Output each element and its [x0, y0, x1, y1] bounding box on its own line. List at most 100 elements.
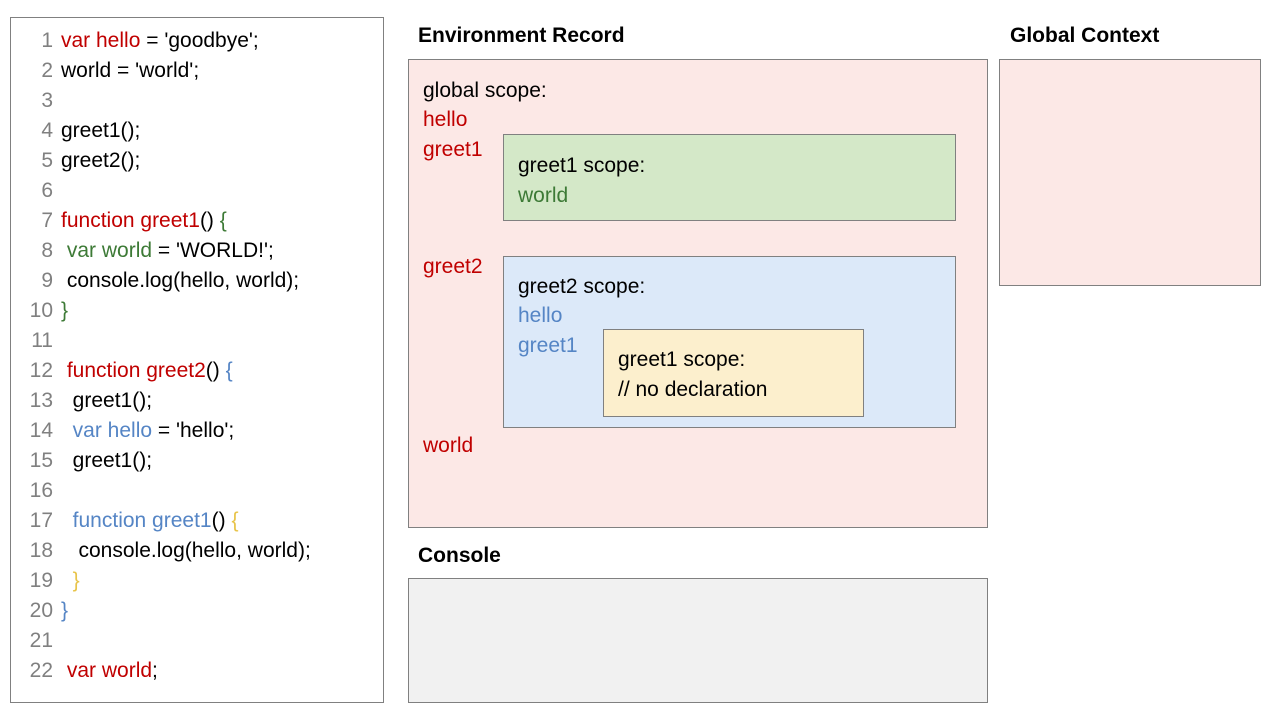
code-line-text: function greet1() { — [53, 506, 239, 536]
code-line: 22 var world; — [11, 656, 383, 686]
global-scope-var-world: world — [423, 434, 474, 457]
code-line-text: var world; — [53, 656, 158, 686]
greet2-scope-label: greet2 scope: — [518, 275, 646, 298]
code-line: 9 console.log(hello, world); — [11, 266, 383, 296]
code-token: } — [61, 299, 69, 322]
greet1-scope-box: greet1 scope: world — [503, 134, 956, 221]
code-line-text: function greet1() { — [53, 206, 227, 236]
code-token: { — [225, 359, 233, 382]
line-number: 3 — [41, 89, 53, 112]
line-number: 1 — [41, 29, 53, 52]
line-number: 21 — [29, 629, 53, 652]
code-line-text: var world = 'WORLD!'; — [53, 236, 274, 266]
code-token: = 'WORLD!'; — [152, 239, 274, 262]
line-number: 13 — [29, 389, 53, 412]
code-line: 5 greet2(); — [11, 146, 383, 176]
code-token: function greet1 — [72, 509, 212, 532]
code-token: () — [199, 209, 220, 232]
console-output-box — [408, 578, 988, 703]
global-scope-var-hello: hello — [423, 108, 468, 131]
code-token: { — [231, 509, 239, 532]
code-line-text: world = 'world'; — [53, 56, 199, 86]
line-number: 5 — [41, 149, 53, 172]
line-number: 16 — [29, 479, 53, 502]
code-token: ; — [152, 659, 158, 682]
code-line-text: greet1(); — [53, 386, 152, 416]
greet1-nested-scope-box: greet1 scope: // no declaration — [603, 329, 864, 417]
code-line: 20} — [11, 596, 383, 626]
code-line: 8 var world = 'WORLD!'; — [11, 236, 383, 266]
code-line: 10} — [11, 296, 383, 326]
global-context-box — [999, 59, 1261, 286]
code-line-text: } — [53, 596, 68, 626]
line-number: 22 — [29, 659, 53, 682]
code-line-text: greet2(); — [53, 146, 140, 176]
greet1-scope-label: greet1 scope: — [518, 154, 646, 177]
code-token — [61, 509, 73, 532]
code-line: 12 function greet2() { — [11, 356, 383, 386]
line-number: 19 — [29, 569, 53, 592]
code-token: var world — [66, 659, 153, 682]
code-token: var world — [66, 239, 153, 262]
line-number: 8 — [41, 239, 53, 262]
code-token: var hello — [61, 29, 141, 52]
code-line-text: function greet2() { — [53, 356, 233, 386]
code-token: greet1(); — [61, 389, 153, 412]
greet1-nested-scope-label: greet1 scope: — [618, 348, 746, 371]
code-token: greet1(); — [61, 449, 153, 472]
code-line: 19 } — [11, 566, 383, 596]
code-line-text: } — [53, 566, 80, 596]
line-number: 6 — [41, 179, 53, 202]
code-token: } — [72, 569, 80, 592]
greet1-nested-scope-note: // no declaration — [618, 378, 768, 401]
code-line-text: console.log(hello, world); — [53, 536, 311, 566]
global-scope-var-greet1: greet1 — [423, 138, 483, 161]
code-line-text: console.log(hello, world); — [53, 266, 299, 296]
code-line-text: greet1(); — [53, 116, 140, 146]
line-number: 17 — [29, 509, 53, 532]
line-number: 7 — [41, 209, 53, 232]
greet2-scope-var-greet1: greet1 — [518, 334, 578, 357]
code-line: 15 greet1(); — [11, 446, 383, 476]
line-number: 15 — [29, 449, 53, 472]
environment-record-box: global scope: hello greet1 greet2 world … — [408, 59, 988, 528]
code-token: greet2(); — [61, 149, 141, 172]
console-title: Console — [418, 544, 501, 567]
code-line-text: var hello = 'hello'; — [53, 416, 235, 446]
code-line: 4 greet1(); — [11, 116, 383, 146]
code-line: 16 — [11, 476, 383, 506]
code-token: function greet1 — [61, 209, 200, 232]
code-line: 6 — [11, 176, 383, 206]
code-token: function greet2 — [66, 359, 206, 382]
code-line: 18 console.log(hello, world); — [11, 536, 383, 566]
code-line-text: var hello = 'goodbye'; — [53, 26, 259, 56]
code-line: 14 var hello = 'hello'; — [11, 416, 383, 446]
line-number: 11 — [31, 329, 53, 352]
greet2-scope-var-hello: hello — [518, 304, 563, 327]
line-number: 12 — [29, 359, 53, 382]
code-token: { — [219, 209, 227, 232]
line-number: 9 — [41, 269, 53, 292]
code-token: () — [211, 509, 232, 532]
code-line: 21 — [11, 626, 383, 656]
code-line-text: greet1(); — [53, 446, 152, 476]
code-line: 17 function greet1() { — [11, 506, 383, 536]
line-number: 20 — [29, 599, 53, 622]
code-token: = 'hello'; — [152, 419, 235, 442]
code-token — [61, 569, 73, 592]
code-token: console.log(hello, world); — [61, 539, 311, 562]
code-line-text: } — [53, 296, 68, 326]
environment-record-title: Environment Record — [418, 24, 625, 47]
code-token: greet1(); — [61, 119, 141, 142]
code-token: world = 'world'; — [61, 59, 200, 82]
code-line: 13 greet1(); — [11, 386, 383, 416]
line-number: 10 — [29, 299, 53, 322]
line-number: 18 — [29, 539, 53, 562]
line-number: 14 — [29, 419, 53, 442]
code-token — [61, 419, 73, 442]
code-token: var hello — [72, 419, 153, 442]
line-number: 4 — [41, 119, 53, 142]
